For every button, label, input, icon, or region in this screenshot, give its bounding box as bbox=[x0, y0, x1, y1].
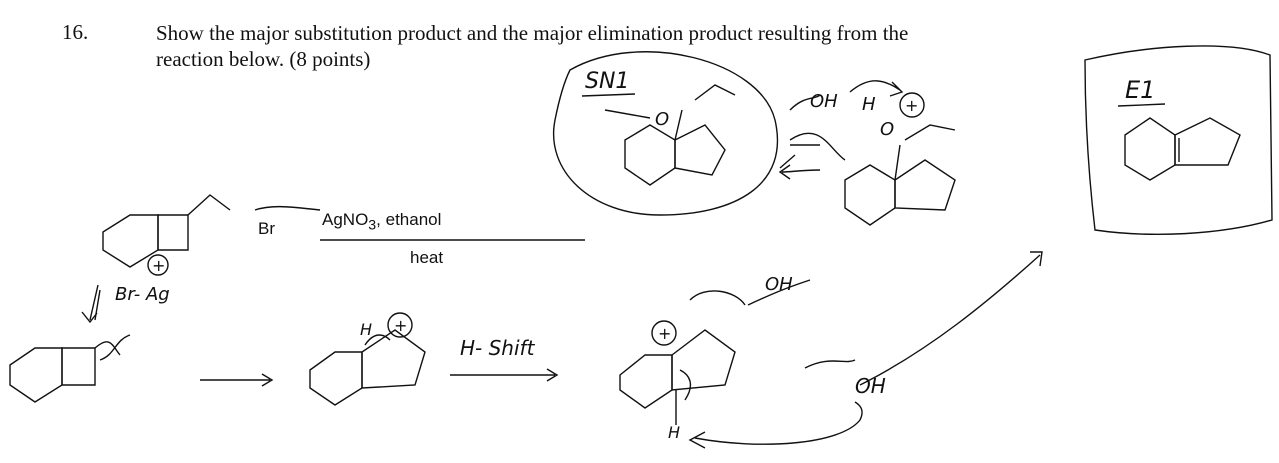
question-line-1: Show the major substitution product and … bbox=[156, 21, 909, 45]
bromine-label: Br bbox=[258, 219, 275, 238]
reagent-main: AgNO bbox=[322, 210, 369, 229]
h-shift-arrow bbox=[450, 368, 559, 382]
to-e1-arrow bbox=[859, 251, 1043, 386]
oxonium-plus: + bbox=[905, 96, 918, 115]
shift-h-label: H bbox=[360, 320, 372, 339]
starting-material bbox=[102, 194, 231, 268]
reagent-tail: , ethanol bbox=[376, 210, 442, 229]
question-text: Show the major substitution product and … bbox=[156, 20, 1056, 72]
ag-plus: + bbox=[152, 256, 165, 275]
e1-label: E1 bbox=[1125, 76, 1155, 104]
beta-h-label: H bbox=[668, 423, 680, 442]
mechanism-arrow-1 bbox=[200, 373, 274, 387]
mechanism-step-1 bbox=[9, 254, 169, 403]
sn1-product bbox=[552, 51, 779, 216]
question-number: 16. bbox=[62, 20, 89, 44]
cation-plus-1: + bbox=[394, 316, 407, 335]
carbocation-intermediate-2 bbox=[619, 279, 811, 425]
condition-label: heat bbox=[410, 248, 444, 267]
br-ag-label: Br- Ag bbox=[115, 284, 170, 305]
question-line-2: reaction below. (8 points) bbox=[156, 47, 371, 71]
deprotonation-arrow bbox=[688, 401, 863, 449]
proton-transfer-arrow bbox=[849, 80, 904, 97]
back-arrow bbox=[778, 164, 821, 180]
e1-product bbox=[1084, 45, 1273, 236]
br-to-reagent-arrow bbox=[254, 205, 321, 211]
reagent-label: AgNO3, ethanol bbox=[322, 210, 441, 233]
down-arrow bbox=[81, 284, 99, 324]
reagent-subscript: 3 bbox=[368, 217, 377, 234]
ethanol-oh-label-3: OH bbox=[855, 374, 886, 398]
cation-plus-2: + bbox=[658, 324, 671, 343]
protonated-ether bbox=[779, 92, 956, 226]
ethanol-oh-label-2: OH bbox=[765, 274, 793, 295]
proton-label-1: H bbox=[862, 94, 876, 115]
ethanol-oh-label-1: OH bbox=[810, 91, 838, 112]
protonated-oxygen-label: O bbox=[880, 119, 894, 140]
carbocation-intermediate-1 bbox=[309, 312, 426, 406]
e1-underline bbox=[1117, 103, 1166, 107]
h-shift-label: H- Shift bbox=[460, 336, 536, 360]
sn1-underline bbox=[581, 93, 636, 97]
sn1-label: SN1 bbox=[585, 69, 629, 94]
sn1-oxygen-label: O bbox=[655, 109, 669, 130]
